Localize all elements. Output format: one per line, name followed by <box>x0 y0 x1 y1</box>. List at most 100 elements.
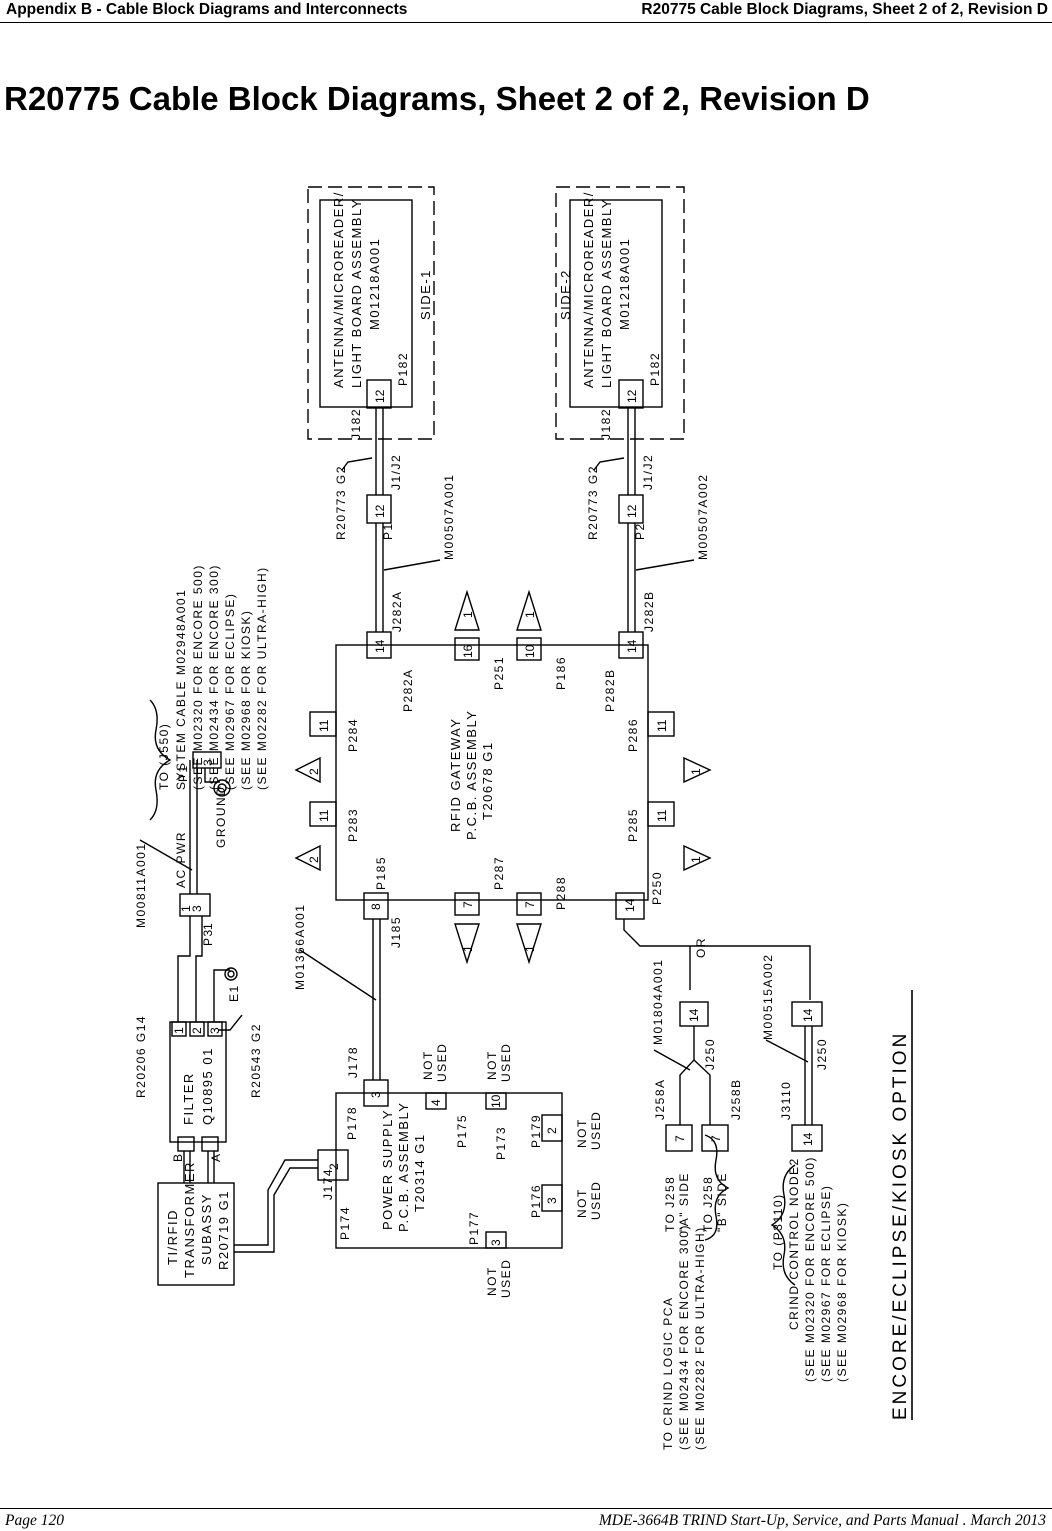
node-line4: (SEE M02967 FOR ECLIPSE) <box>819 1185 833 1382</box>
gateway-p282b: P282B <box>603 668 617 712</box>
antenna-side2-outline <box>555 186 685 440</box>
system-cable-line5: (SEE M02967 FOR ECLIPSE) <box>223 593 237 790</box>
rfid-gateway-box <box>335 644 649 901</box>
gateway-p282a: P282A <box>401 668 415 712</box>
transformer-line1: TI/RFID <box>165 1209 180 1265</box>
antenna-side2-jack: J182 <box>599 408 613 440</box>
system-cable-line4: (SEE M02434 FOR ENCORE 300) <box>207 564 221 790</box>
filter-e1: E1 <box>227 984 241 1002</box>
cable2-jack: J1/J2 <box>641 454 655 490</box>
gateway-n11d: 11 <box>655 809 669 822</box>
footer-page-number: Page 120 <box>5 1512 64 1529</box>
antenna-side2-part: M01218A001 <box>617 238 632 330</box>
triangle-p284: 2 <box>307 768 321 775</box>
gateway-line1: RFID GATEWAY <box>448 717 463 832</box>
antenna-side1-plug: P182 <box>396 352 410 386</box>
power-supply-n3c: 3 <box>489 1239 503 1246</box>
gateway-j282a: J282A <box>390 590 404 632</box>
filter-line1: FILTER <box>181 1072 196 1125</box>
triangle-p283: 2 <box>307 856 321 863</box>
page-title: R20775 Cable Block Diagrams, Sheet 2 of … <box>4 80 870 117</box>
node-line3: (SEE M02320 FOR ENCORE 500) <box>803 1156 817 1382</box>
power-supply-line2: P.C.B. ASSEMBLY <box>396 1102 411 1232</box>
power-supply-box <box>335 1092 563 1249</box>
node-j250: J250 <box>815 1038 829 1070</box>
power-supply-line1: POWER SUPPLY <box>380 1109 395 1230</box>
node-line2: CRIND CONTROL NODE2 <box>787 1157 801 1330</box>
filter-pin2: 2 <box>190 1027 204 1034</box>
system-cable-line2: SYSTEM CABLE M02948A001 <box>174 589 188 790</box>
power-supply-n4: 4 <box>429 1099 443 1106</box>
not-used-p176-line1: NOT <box>575 1188 589 1218</box>
gateway-p284: P284 <box>346 718 360 752</box>
logic-to-a-line2: "A" SIDE <box>677 1172 691 1232</box>
cable2-plug: P2 <box>633 522 647 540</box>
gateway-n16: 16 <box>461 644 475 658</box>
node-m00515: M00515A002 <box>761 954 775 1040</box>
logic-j258b: J258B <box>729 1078 743 1120</box>
not-used-p179-line1: NOT <box>575 1118 589 1148</box>
cable-block-diagram: ANTENNA/MICROREADER/ LIGHT BOARD ASSEMBL… <box>134 186 913 1450</box>
power-supply-j178: J178 <box>346 1046 360 1078</box>
gateway-p185: P185 <box>374 856 388 890</box>
filter-box <box>169 1021 227 1143</box>
antenna-side1-jack: J182 <box>349 408 363 440</box>
cable2-part: M00507A002 <box>696 474 710 560</box>
cable1-plug: P1 <box>381 522 395 540</box>
antenna-side2-line2: LIGHT BOARD ASSEMBLY <box>599 198 614 388</box>
cable1-jack: J1/J2 <box>389 454 403 490</box>
filter-r20206: R20206 G14 <box>134 1015 148 1098</box>
not-used-p176-line2: USED <box>589 1181 603 1220</box>
triangle-p285: 1 <box>689 856 703 863</box>
ac-power-label: AC PWR <box>174 831 188 888</box>
antenna-side1-pins: 12 <box>373 389 387 403</box>
footer-manual-title: MDE-3664B TRIND Start-Up, Service, and P… <box>598 1512 1046 1529</box>
power-supply-j174: J174 <box>321 1168 335 1200</box>
gateway-j282b: J282B <box>642 590 656 632</box>
antenna-side2-line1: ANTENNA/MICROREADER/ <box>581 191 596 388</box>
gateway-n11b: 11 <box>317 809 331 822</box>
ac-power-p1: P1 <box>176 764 190 782</box>
antenna-side2-box <box>569 199 663 408</box>
antenna-side2-side: SIDE-2 <box>558 269 573 320</box>
header-section-title: Appendix B - Cable Block Diagrams and In… <box>6 1 408 18</box>
gateway-n7b: 7 <box>523 901 537 908</box>
ac-power-part: M00811A001 <box>134 843 148 929</box>
triangle-p186: 1 <box>523 611 537 618</box>
antenna-side2-plug: P182 <box>648 352 662 386</box>
cable1-label: R20773 G2 <box>334 465 348 540</box>
not-used-p175-line1: NOT <box>421 1050 435 1080</box>
not-used-p173-line1: NOT <box>485 1050 499 1080</box>
node-line1: TO (P3110) <box>771 1193 785 1270</box>
system-cable-line3: (SEE M02320 FOR ENCORE 500) <box>191 564 205 790</box>
gateway-p251: P251 <box>492 656 506 690</box>
system-cable-line7: (SEE M02282 FOR ULTRA-HIGH) <box>255 566 269 790</box>
transformer-line4: R20719 G1 <box>216 1190 231 1270</box>
ac-power-pin3b: 3 <box>201 759 215 766</box>
transformer-line3: SUBASSY <box>199 1193 214 1265</box>
page-header: Appendix B - Cable Block Diagrams and In… <box>0 0 1052 24</box>
ac-power-pin1: 1 <box>179 905 193 912</box>
logic-to-b-line1: TO J258 <box>701 1176 715 1232</box>
power-supply-p179: P179 <box>529 1114 543 1148</box>
logic-to-a-line1: TO J258 <box>663 1176 677 1232</box>
antenna-side1-side: SIDE-1 <box>418 269 433 320</box>
gateway-n14c: 14 <box>623 898 637 912</box>
not-used-p179-line2: USED <box>589 1111 603 1150</box>
cable2-label: R20773 G2 <box>586 465 600 540</box>
gateway-p286: P286 <box>626 718 640 752</box>
power-supply-n3: 3 <box>369 1091 383 1098</box>
transformer-line2: TRANSFORMER <box>182 1161 197 1278</box>
gateway-n10: 10 <box>523 644 537 658</box>
logic-to-b-line2: "B" SIDE <box>715 1172 729 1232</box>
logic-line2: (SEE M02434 FOR ENCORE 300) <box>677 1224 691 1450</box>
logic-j250: J250 <box>703 1038 717 1070</box>
triangle-p288: 1 <box>523 945 537 952</box>
filter-r20543: R20543 G2 <box>249 1023 263 1098</box>
cable2-pins: 12 <box>625 504 639 518</box>
antenna-side1-line1: ANTENNA/MICROREADER/ <box>331 191 346 388</box>
logic-n7a: 7 <box>673 1135 687 1142</box>
gateway-p250: P250 <box>650 871 664 905</box>
m01366-label: M01366A001 <box>293 904 307 990</box>
gateway-p285: P285 <box>626 808 640 842</box>
